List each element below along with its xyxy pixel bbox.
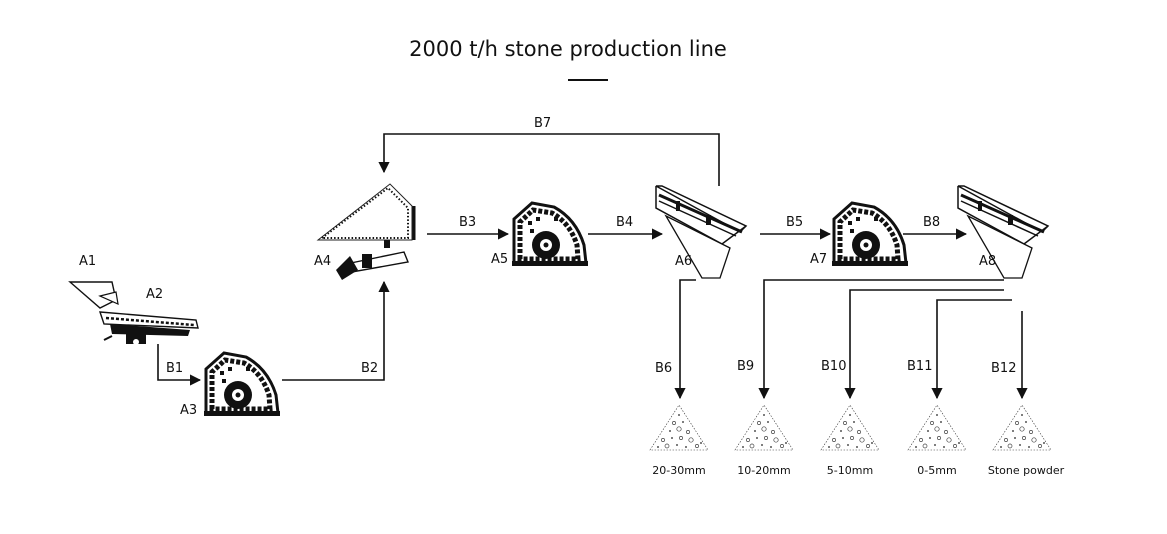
product-label-5: Stone powder	[988, 464, 1065, 477]
conveyor-b2	[282, 280, 390, 381]
label-b3: B3	[459, 215, 476, 230]
product-label-2: 10-20mm	[737, 464, 790, 477]
crusher-a7-icon	[832, 203, 908, 266]
label-b9: B9	[737, 359, 754, 374]
label-a3: A3	[180, 403, 197, 418]
label-b4: B4	[616, 215, 633, 230]
label-b7: B7	[534, 116, 551, 131]
product-pile-2-icon	[734, 404, 794, 451]
label-b12: B12	[991, 361, 1016, 376]
label-b8: B8	[923, 215, 940, 230]
label-b10: B10	[821, 359, 846, 374]
label-a7: A7	[810, 252, 827, 267]
conveyor-b10	[844, 289, 1004, 400]
label-a5: A5	[491, 252, 508, 267]
product-label-4: 0-5mm	[917, 464, 956, 477]
feeder-a2-icon	[68, 281, 199, 345]
conveyor-b6	[674, 279, 696, 400]
label-a6: A6	[675, 254, 692, 269]
label-a8: A8	[979, 254, 996, 269]
label-b6: B6	[655, 361, 672, 376]
stockpile-a4-icon	[316, 183, 416, 280]
product-pile-1-icon	[649, 404, 709, 451]
label-b2: B2	[361, 361, 378, 376]
product-label-1: 20-30mm	[652, 464, 705, 477]
screen-a8-icon	[956, 184, 1050, 280]
diagram-title: 2000 t/h stone production line	[409, 37, 727, 61]
label-b5: B5	[786, 215, 803, 230]
label-b11: B11	[907, 359, 932, 374]
label-a2: A2	[146, 287, 163, 302]
conveyor-b9	[758, 279, 1004, 400]
product-pile-4-icon	[907, 404, 967, 451]
crusher-a5-icon	[512, 203, 588, 266]
conveyor-b1	[157, 344, 202, 386]
crusher-a3-icon	[204, 353, 280, 416]
product-pile-3-icon	[820, 404, 880, 451]
label-a1: A1	[79, 254, 96, 269]
screen-a6-icon	[654, 184, 748, 280]
label-a4: A4	[314, 254, 331, 269]
conveyor-b11	[931, 299, 1012, 400]
product-label-3: 5-10mm	[827, 464, 873, 477]
conveyor-b7	[378, 133, 720, 186]
label-b1: B1	[166, 361, 183, 376]
product-pile-5-icon	[992, 404, 1052, 451]
